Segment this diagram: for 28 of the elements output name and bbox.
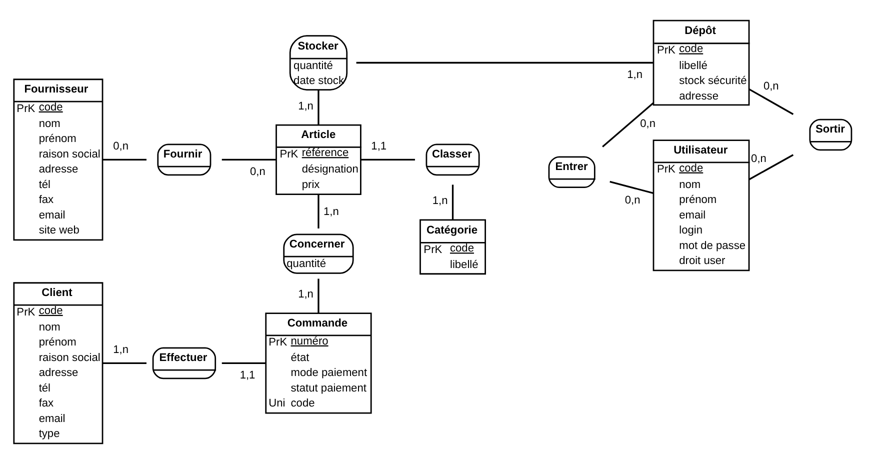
edge-label: 0,n xyxy=(113,140,129,152)
connector xyxy=(360,158,415,160)
connector xyxy=(318,90,320,124)
connector xyxy=(610,180,654,194)
connector xyxy=(102,362,146,364)
connector xyxy=(602,102,654,147)
connector xyxy=(222,362,266,364)
connector xyxy=(102,158,146,160)
edge-label: 0,n xyxy=(763,80,779,92)
connector xyxy=(748,154,794,180)
edge-label: 1,n xyxy=(113,344,129,356)
edge-label: 1,1 xyxy=(240,369,256,382)
connector xyxy=(318,278,320,313)
connector xyxy=(748,88,794,114)
edge-label: 1,n xyxy=(298,100,314,112)
edge-label: 1,n xyxy=(627,68,643,81)
edge-label: 0,n xyxy=(624,194,640,206)
edge-label: 1,1 xyxy=(371,140,387,152)
connector xyxy=(452,184,454,220)
edge-label: 1,n xyxy=(432,194,448,207)
connector xyxy=(222,158,276,160)
connector xyxy=(318,194,320,228)
edge-label: 1,n xyxy=(298,288,314,300)
edge-label: 0,n xyxy=(751,152,766,165)
edge-label: 0,n xyxy=(640,118,656,130)
connector xyxy=(356,61,653,64)
edge-label: 1,n xyxy=(323,206,339,218)
edge-label: 0,n xyxy=(250,166,266,178)
